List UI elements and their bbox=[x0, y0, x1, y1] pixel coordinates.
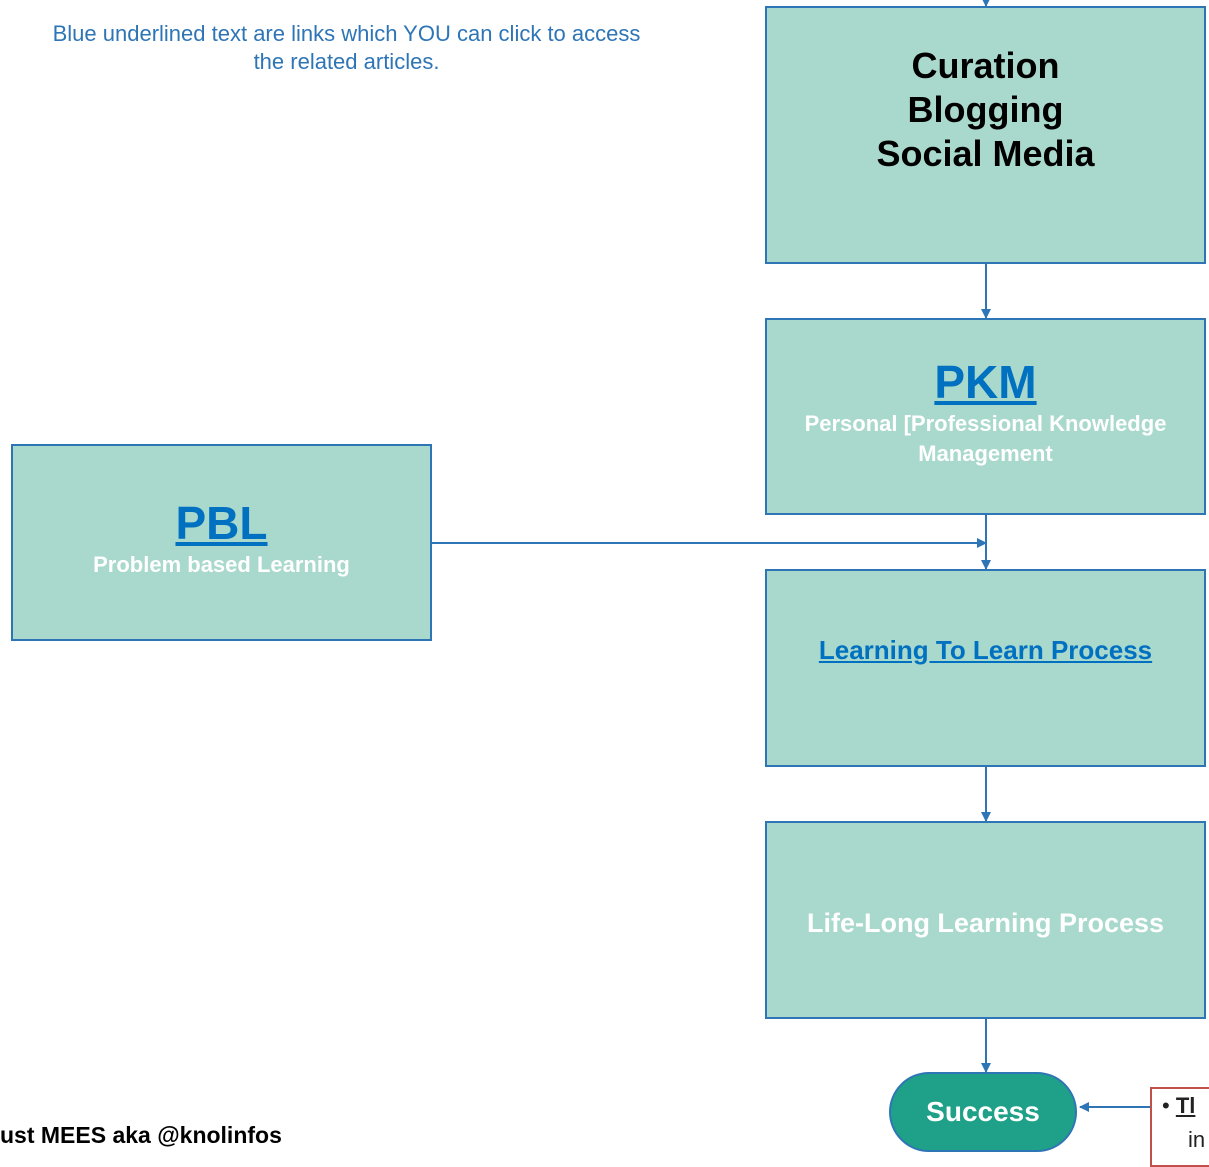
links-note-line2: the related articles. bbox=[253, 49, 440, 74]
learning-to-learn-link[interactable]: Learning To Learn Process bbox=[818, 635, 1153, 665]
pbl-subtitle: Problem based Learning bbox=[93, 551, 350, 577]
life-long-learning-label: Life-Long Learning Process bbox=[806, 907, 1165, 938]
pkm-link[interactable]: PKM bbox=[934, 355, 1037, 408]
pkm-subtitle-2: Management bbox=[918, 440, 1053, 466]
author-credit: ust MEES aka @knolinfos bbox=[0, 1122, 282, 1148]
clipped-note-box: • Tl in bbox=[1150, 1087, 1209, 1167]
pbl-box: PBL Problem based Learning bbox=[11, 444, 432, 641]
links-note-line1: Blue underlined text are links which YOU… bbox=[52, 21, 641, 46]
links-note: Blue underlined text are links which YOU… bbox=[0, 20, 693, 76]
success-terminal: Success bbox=[889, 1072, 1077, 1152]
curation-box: Curation Blogging Social Media bbox=[765, 6, 1206, 264]
clipped-line-1: • Tl bbox=[1162, 1093, 1196, 1118]
pkm-box: PKM Personal [Professional Knowledge Man… bbox=[765, 318, 1206, 515]
blogging-label: Blogging bbox=[907, 89, 1064, 130]
learning-to-learn-box: Learning To Learn Process bbox=[765, 569, 1206, 767]
pkm-subtitle-1: Personal [Professional Knowledge bbox=[804, 410, 1167, 436]
curation-label: Curation bbox=[911, 45, 1060, 86]
clipped-line-2: in bbox=[1188, 1127, 1206, 1152]
life-long-learning-box: Life-Long Learning Process bbox=[765, 821, 1206, 1019]
pbl-link[interactable]: PBL bbox=[175, 496, 268, 549]
social-media-label: Social Media bbox=[876, 133, 1095, 174]
